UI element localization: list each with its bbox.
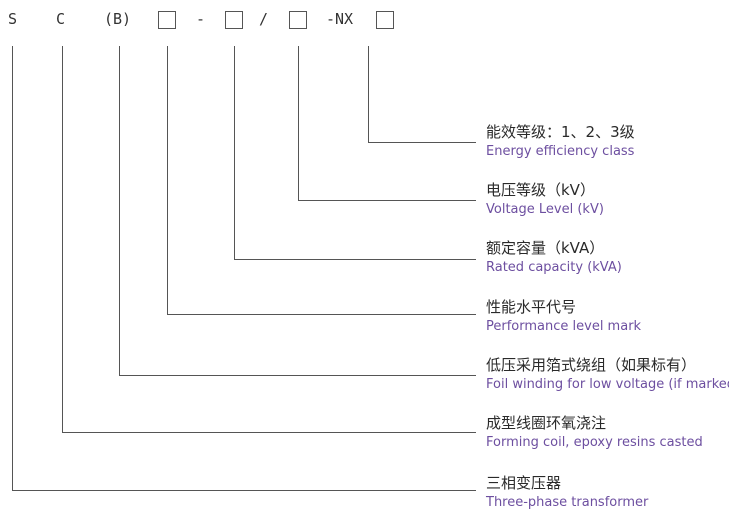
label-three-phase-en: Three-phase transformer — [486, 495, 649, 510]
code-box-performance — [158, 11, 176, 29]
leader-line-three-phase — [12, 46, 476, 491]
leader-line-efficiency — [368, 46, 476, 143]
code-box-capacity — [225, 11, 243, 29]
label-efficiency-zh: 能效等级：1、2、3级 — [486, 123, 635, 141]
label-performance-zh: 性能水平代号 — [486, 298, 577, 316]
label-performance: 性能水平代号 Performance level mark — [486, 298, 641, 335]
label-foil-en: Foil winding for low voltage (if marked) — [486, 377, 729, 392]
label-voltage-en: Voltage Level (kV) — [486, 202, 604, 217]
label-performance-en: Performance level mark — [486, 319, 642, 334]
code-letter-s: S — [8, 10, 18, 28]
label-capacity: 额定容量（kVA） Rated capacity (kVA) — [486, 239, 622, 276]
label-three-phase-zh: 三相变压器 — [486, 474, 562, 492]
label-capacity-zh: 额定容量（kVA） — [486, 239, 605, 257]
code-dash: - — [196, 10, 206, 28]
leader-line-performance — [167, 46, 476, 315]
code-slash: / — [259, 10, 269, 28]
label-efficiency-en: Energy efficiency class — [486, 144, 635, 159]
code-letter-c: C — [56, 10, 66, 28]
label-efficiency: 能效等级：1、2、3级 Energy efficiency class — [486, 123, 635, 160]
label-forming-zh: 成型线圈环氧浇注 — [486, 414, 607, 432]
code-box-efficiency — [376, 11, 394, 29]
code-box-voltage — [289, 11, 307, 29]
code-dash-nx: -NX — [326, 10, 354, 28]
label-voltage-zh: 电压等级（kV） — [486, 181, 595, 199]
label-three-phase: 三相变压器 Three-phase transformer — [486, 474, 648, 511]
leader-line-capacity — [234, 46, 476, 260]
label-capacity-en: Rated capacity (kVA) — [486, 260, 622, 275]
label-forming: 成型线圈环氧浇注 Forming coil, epoxy resins cast… — [486, 414, 703, 451]
leader-line-voltage — [298, 46, 476, 201]
leader-line-forming — [62, 46, 476, 433]
label-foil: 低压采用箔式绕组（如果标有） Foil winding for low volt… — [486, 356, 729, 393]
label-foil-zh: 低压采用箔式绕组（如果标有） — [486, 356, 697, 374]
label-voltage: 电压等级（kV） Voltage Level (kV) — [486, 181, 604, 218]
code-mark-b: (B) — [104, 10, 132, 28]
label-forming-en: Forming coil, epoxy resins casted — [486, 435, 703, 450]
leader-line-foil — [119, 46, 476, 376]
